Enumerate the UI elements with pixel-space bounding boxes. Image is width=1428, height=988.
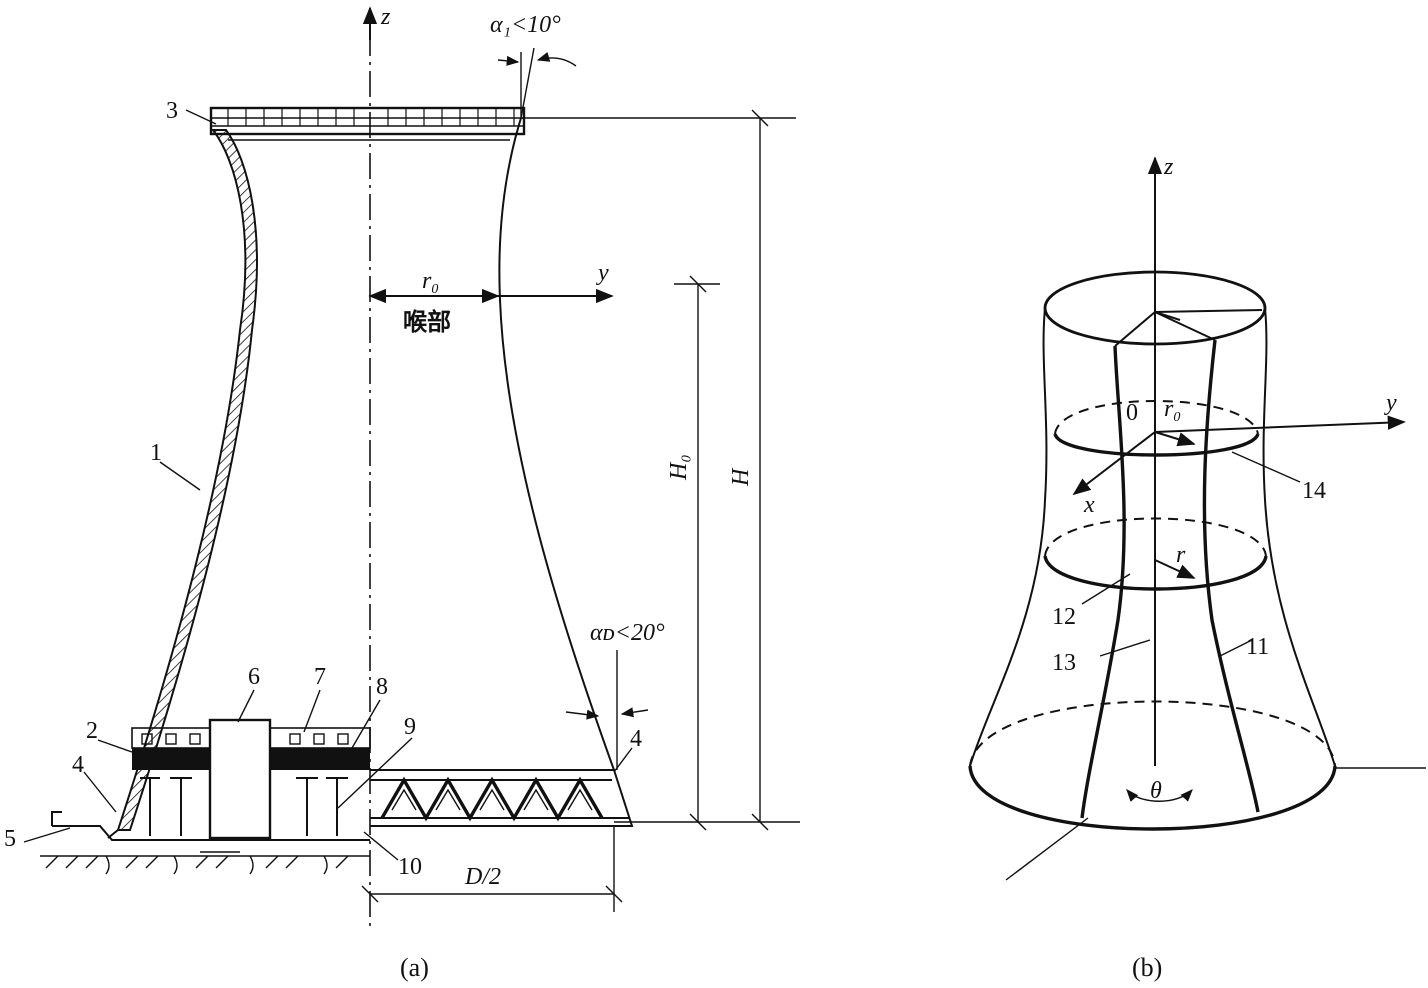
label-11: 11 <box>1246 634 1269 660</box>
throat-ring <box>1053 433 1260 457</box>
meridian-13 <box>1080 345 1126 819</box>
caption-a: (a) <box>400 953 429 982</box>
label-2: 2 <box>86 718 98 744</box>
half-diameter-label: D/2 <box>464 864 501 890</box>
meridian-11 <box>1202 339 1260 813</box>
central-shaft <box>208 718 272 840</box>
label-4-right: 4 <box>630 726 642 752</box>
support-lattice <box>370 769 634 827</box>
axis-z-b-label: z <box>1163 154 1174 180</box>
label-8: 8 <box>376 674 388 700</box>
left-shell <box>116 129 258 831</box>
label-1: 1 <box>150 440 162 466</box>
r0-label-b: r0 <box>1164 396 1180 425</box>
shell-left <box>969 307 1048 767</box>
axis-z-a-label: z <box>380 4 391 30</box>
label-12: 12 <box>1052 604 1076 630</box>
throat-label: 喉部 <box>403 308 451 336</box>
throat-radius-label: r0 <box>422 268 438 297</box>
axis-y-a-label: y <box>596 260 609 286</box>
r-label: r <box>1176 542 1186 568</box>
bottom-rim <box>968 765 1337 831</box>
r-arrow <box>1154 559 1196 579</box>
label-5: 5 <box>4 826 16 852</box>
label-6: 6 <box>248 664 260 690</box>
shell-right <box>1262 307 1336 767</box>
height-H-label: H <box>728 467 754 487</box>
theta-label: θ <box>1150 778 1162 804</box>
origin-label: 0 <box>1126 400 1138 426</box>
axis-y-b <box>1154 415 1406 433</box>
label-9: 9 <box>404 714 416 740</box>
label-10: 10 <box>398 854 422 880</box>
r0-arrow <box>1154 431 1196 447</box>
figure-a: z α₁<10° r0 y 喉部 <box>4 4 800 982</box>
label-7: 7 <box>314 664 326 690</box>
angle-alphaD: αᴅ<20° <box>590 620 665 646</box>
ground-hatch <box>40 855 370 875</box>
label-14: 14 <box>1302 478 1326 504</box>
middle-ring <box>1043 555 1268 591</box>
angle-alpha1: α₁<10° <box>490 12 561 38</box>
label-3: 3 <box>166 98 178 124</box>
top-ring-grid <box>227 108 515 126</box>
axis-x-b <box>1072 431 1156 496</box>
label-4-left: 4 <box>72 752 84 778</box>
caption-b: (b) <box>1132 953 1162 982</box>
columns <box>140 777 348 836</box>
figure-b: z y x 0 r0 r θ <box>968 154 1426 982</box>
basin-floor <box>52 825 370 841</box>
right-shell <box>498 117 615 771</box>
label-13: 13 <box>1052 650 1076 676</box>
height-H0-label: H₀ <box>666 454 692 481</box>
top-ring <box>209 106 526 136</box>
axis-y-b-label: y <box>1384 390 1397 416</box>
axis-x-b-label: x <box>1083 492 1095 518</box>
